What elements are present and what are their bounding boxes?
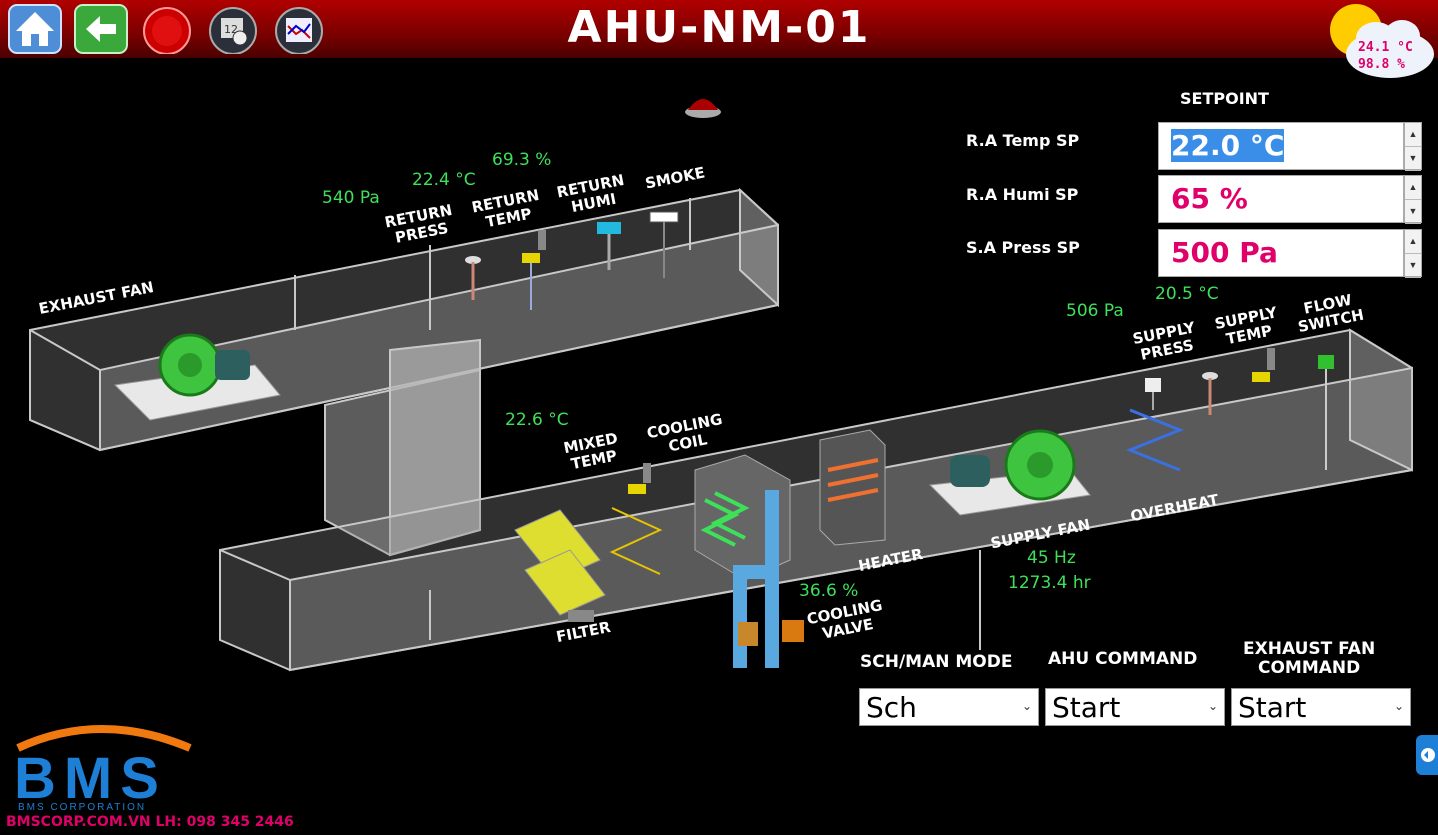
mixed-temp-sensor-icon	[609, 463, 663, 575]
supply-temp-value: 20.5 °C	[1155, 284, 1219, 304]
back-arrow-icon	[74, 4, 128, 54]
ra-temp-sp-label: R.A Temp SP	[966, 131, 1080, 150]
mixing-box	[324, 338, 481, 557]
ra-humi-sp-input[interactable]: 65 %	[1158, 175, 1404, 223]
exhaust-command-value: Start	[1238, 691, 1307, 724]
smoke-detector-icon	[649, 211, 679, 278]
sa-press-sp-input[interactable]: 500 Pa	[1158, 229, 1404, 277]
home-button[interactable]	[8, 4, 62, 54]
ra-temp-sp-input[interactable]: 22.0 °C	[1158, 122, 1404, 170]
bms-logo: BMS BMS CORPORATION	[0, 720, 300, 835]
svg-text:BMS: BMS	[14, 746, 167, 811]
outdoor-humi: 98.8 %	[1358, 57, 1405, 72]
ra-temp-sp-value: 22.0 °C	[1171, 129, 1285, 162]
return-press-sensor-icon	[465, 256, 481, 300]
ra-humi-sp-value: 65 %	[1171, 182, 1248, 215]
chevron-down-icon: ⌄	[1021, 699, 1032, 713]
remote-arrow-icon	[1421, 748, 1435, 762]
ra-temp-sp-spinner[interactable]: ▲▼	[1404, 122, 1422, 171]
supply-fan-hours: 1273.4 hr	[1008, 573, 1091, 593]
back-button[interactable]	[74, 4, 128, 54]
ahu-command-label: AHU COMMAND	[1048, 649, 1198, 669]
sa-press-sp-value: 500 Pa	[1171, 236, 1278, 269]
setpoint-heading: SETPOINT	[1180, 89, 1269, 108]
trend-button[interactable]	[272, 4, 324, 55]
trend-chart-icon	[275, 7, 323, 55]
flow-switch-icon	[1318, 355, 1334, 470]
supply-fan-freq: 45 Hz	[1027, 548, 1076, 568]
ra-humi-sp-label: R.A Humi SP	[966, 185, 1079, 204]
mode-select-value: Sch	[866, 691, 917, 724]
mode-label: SCH/MAN MODE	[860, 652, 1013, 672]
alarm-lamp-icon	[685, 99, 721, 118]
filter-icon	[514, 509, 606, 622]
footer-contact: BMSCORP.COM.VN LH: 098 345 2446	[6, 814, 294, 830]
supply-temp-sensor-icon	[1202, 348, 1275, 415]
overheat-coil-icon	[1125, 408, 1185, 472]
return-humi-value: 69.3 %	[492, 150, 552, 170]
return-humi-sensor-icon	[597, 222, 621, 270]
exhaust-command-select[interactable]: Start ⌄	[1231, 688, 1411, 726]
svg-text:BMS CORPORATION: BMS CORPORATION	[18, 802, 146, 813]
schedule-icon: 12	[209, 7, 257, 55]
alarm-bell-icon	[143, 7, 191, 55]
page-title: AHU-NM-01	[567, 2, 871, 53]
ahu-command-value: Start	[1052, 691, 1121, 724]
ahu-command-select[interactable]: Start ⌄	[1045, 688, 1225, 726]
ra-humi-sp-spinner[interactable]: ▲▼	[1404, 175, 1422, 224]
mode-select[interactable]: Sch ⌄	[859, 688, 1039, 726]
exhaust-fan-icon	[113, 333, 281, 421]
return-press-value: 540 Pa	[322, 188, 380, 208]
sun-cloud-icon	[1330, 4, 1434, 78]
outdoor-temp: 24.1 °C	[1358, 40, 1413, 55]
cooling-valve-value: 36.6 %	[799, 581, 859, 601]
heater-icon	[819, 429, 886, 546]
return-temp-value: 22.4 °C	[412, 170, 476, 190]
schedule-button[interactable]: 12	[206, 4, 258, 55]
chevron-down-icon: ⌄	[1393, 699, 1404, 713]
supply-press-sensor-icon	[1145, 378, 1161, 410]
sa-press-sp-spinner[interactable]: ▲▼	[1404, 229, 1422, 278]
supply-press-value: 506 Pa	[1066, 301, 1124, 321]
return-temp-sensor-icon	[522, 230, 546, 310]
supply-fan-icon	[928, 429, 1091, 516]
mixed-temp-value: 22.6 °C	[505, 410, 569, 430]
home-icon	[8, 4, 62, 54]
cooling-valve-icon	[733, 490, 804, 668]
chevron-down-icon: ⌄	[1207, 699, 1218, 713]
svg-text:12: 12	[224, 23, 238, 36]
sa-press-sp-label: S.A Press SP	[966, 238, 1080, 257]
alarm-button[interactable]	[140, 4, 192, 55]
remote-support-tab[interactable]	[1416, 735, 1438, 775]
weather-widget: 24.1 °C 98.8 %	[1328, 2, 1434, 80]
